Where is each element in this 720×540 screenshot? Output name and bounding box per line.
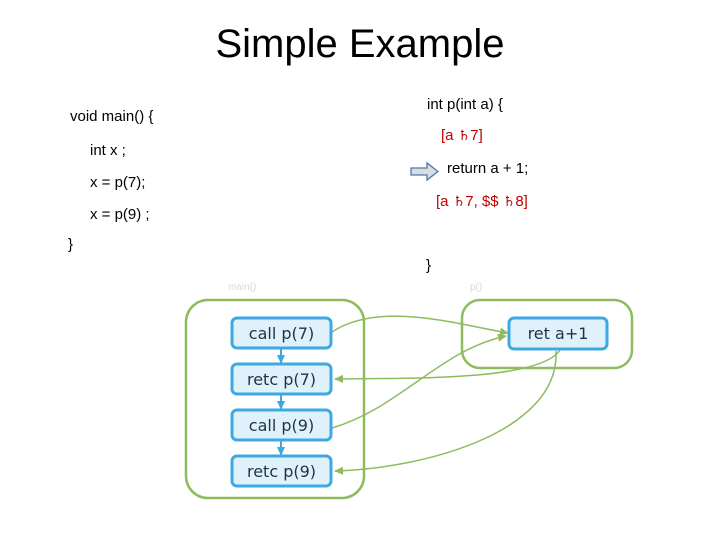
node-retc-p7-label: retc p(7) [247, 370, 316, 389]
node-call-p9: call p(9) [230, 408, 333, 442]
slide-title: Simple Example [215, 22, 505, 66]
node-retc-p9-label: retc p(9) [247, 462, 316, 481]
p-group-caption: p() [470, 282, 482, 293]
call-edge-p7 [331, 315, 509, 336]
annotation-2: [a ♄7, $$ ♄8] [436, 193, 528, 210]
right-arrow-icon [410, 161, 440, 182]
annotation-2-symbol-2: ♄ [502, 194, 516, 210]
annotation-1-open: [a [441, 127, 458, 144]
node-ret-a-plus-1: ret a+1 [507, 316, 609, 351]
annotation-2-open: [a [436, 193, 453, 210]
node-ret-label: ret a+1 [528, 324, 589, 343]
main-code-line-5: } [68, 236, 74, 253]
main-code-line-1: void main() { [70, 108, 154, 125]
node-retc-p9: retc p(9) [230, 454, 333, 488]
p-code-line-1: int p(int a) { [427, 96, 503, 113]
main-code-line-2: int x ; [90, 142, 126, 159]
node-call-p9-label: call p(9) [249, 416, 314, 435]
call-edge-p9 [331, 333, 507, 429]
node-call-p7: call p(7) [230, 316, 333, 350]
annotation-2-mid: 7, $$ [465, 193, 503, 210]
node-call-p7-label: call p(7) [249, 324, 314, 343]
main-code-line-4: x = p(9) ; [90, 206, 150, 223]
annotation-1-symbol: ♄ [457, 128, 471, 144]
annotation-2-symbol-1: ♄ [452, 194, 466, 210]
p-code-line-2: return a + 1; [447, 160, 529, 177]
node-retc-p7: retc p(7) [230, 362, 333, 396]
return-edge-p9 [334, 350, 557, 475]
main-code-line-3: x = p(7); [90, 174, 146, 191]
p-code-line-3: } [426, 257, 432, 274]
return-edge-p7 [334, 349, 561, 383]
annotation-2-close: 8] [515, 193, 528, 210]
annotation-1-close: 7] [470, 127, 483, 144]
main-group-caption: main() [228, 282, 256, 293]
annotation-1: [a ♄7] [441, 127, 483, 144]
